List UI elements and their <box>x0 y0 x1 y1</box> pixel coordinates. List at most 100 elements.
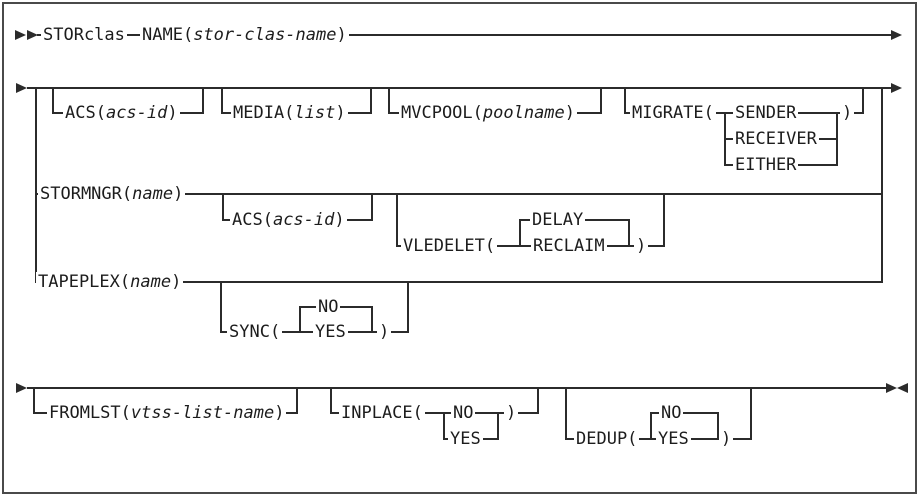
conn <box>220 281 222 333</box>
option-receiver: RECEIVER <box>733 129 819 149</box>
option-reclaim: RECLAIM <box>531 236 607 256</box>
close-paren: ) <box>336 25 347 45</box>
conn-migrate-left <box>724 112 726 166</box>
keyword-acs: ACS( <box>65 103 106 123</box>
close-paren: ) <box>504 403 519 423</box>
close-paren: ) <box>377 322 392 342</box>
conn <box>371 306 373 333</box>
keyword-fromlst: FROMLST( <box>49 403 131 423</box>
conn <box>370 87 372 114</box>
keyword-inplace: INPLACE( <box>339 403 425 423</box>
close-paren: ) <box>173 184 184 204</box>
variable-acs-id: acs-id <box>272 210 335 230</box>
option-dedup-no: NO <box>659 403 684 423</box>
rail-line3 <box>27 387 887 389</box>
option-inplace-no: NO <box>451 403 476 423</box>
line3-start-arrow-icon <box>16 383 27 393</box>
conn <box>650 412 652 440</box>
rail-inplace-option <box>330 412 537 414</box>
conn <box>407 281 409 333</box>
close-paren: ) <box>719 429 734 449</box>
close-paren: ) <box>840 103 855 123</box>
conn <box>717 412 719 440</box>
close-paren: ) <box>334 210 345 230</box>
option-delay: DELAY <box>530 210 586 230</box>
conn <box>396 193 398 247</box>
param-fromlst: FROMLST(vtss-list-name) <box>47 403 287 423</box>
close-paren: ) <box>274 403 285 423</box>
param-mvcpool: MVCPOOL(poolname) <box>399 103 578 123</box>
param-tapeplex: TAPEPLEX(name) <box>36 272 184 292</box>
keyword-vledelet: VLEDELET( <box>401 236 498 256</box>
conn <box>519 219 521 247</box>
conn <box>52 87 54 114</box>
keyword-name: NAME( <box>142 25 194 45</box>
param-acs: ACS(acs-id) <box>63 103 180 123</box>
rail-stormngr-branch <box>35 193 881 195</box>
option-sync-yes: YES <box>313 322 348 342</box>
conn <box>565 387 567 440</box>
conn <box>443 412 445 440</box>
conn <box>222 193 224 221</box>
conn <box>624 87 626 114</box>
conn <box>299 306 301 333</box>
param-stormngr: STORMNGR(name) <box>38 184 186 204</box>
keyword-sync: SYNC( <box>227 322 283 342</box>
keyword-acs: ACS( <box>232 210 273 230</box>
end-arrow-left-icon <box>897 383 908 393</box>
rail-line2 <box>27 87 893 89</box>
conn <box>628 219 630 247</box>
start-arrow-icon <box>27 30 38 40</box>
conn <box>497 412 499 440</box>
conn <box>330 387 332 414</box>
option-either: EITHER <box>733 155 799 175</box>
close-paren: ) <box>335 103 346 123</box>
param-media: MEDIA(list) <box>231 103 348 123</box>
option-sender: SENDER <box>733 103 799 123</box>
rail-line1 <box>37 34 893 36</box>
rail-tapeplex-branch <box>35 281 881 283</box>
option-dedup-yes: YES <box>656 429 691 449</box>
conn <box>388 87 390 114</box>
keyword-media: MEDIA( <box>233 103 295 123</box>
variable-stor-clas-name: stor-clas-name <box>193 25 337 45</box>
option-sync-no: NO <box>316 297 341 317</box>
variable-poolname: poolname <box>482 103 565 123</box>
close-paren: ) <box>634 236 649 256</box>
keyword-storclas: STORclas <box>41 25 127 45</box>
conn <box>663 193 665 247</box>
close-paren: ) <box>167 103 178 123</box>
close-paren: ) <box>171 272 182 292</box>
line2-start-arrow-icon <box>16 83 27 93</box>
conn <box>371 193 373 221</box>
conn <box>750 387 752 440</box>
trunk-right <box>881 87 883 283</box>
option-inplace-yes: YES <box>448 429 483 449</box>
conn <box>33 387 35 414</box>
rail-dedup-no-default <box>650 412 717 414</box>
conn <box>296 387 298 414</box>
conn-migrate-right <box>836 112 838 166</box>
close-paren: ) <box>564 103 576 123</box>
keyword-dedup: DEDUP( <box>574 429 640 449</box>
keyword-tapeplex: TAPEPLEX( <box>38 272 131 292</box>
variable-acs-id: acs-id <box>105 103 168 123</box>
keyword-stormngr: STORMNGR( <box>40 184 133 204</box>
conn <box>537 387 539 414</box>
start-arrow-icon <box>15 30 26 40</box>
end-arrow-right-icon <box>886 383 897 393</box>
variable-name: name <box>130 272 172 292</box>
rail-vledelet-option <box>396 245 663 247</box>
trunk-left <box>35 87 37 283</box>
param-name: NAME(stor-clas-name) <box>140 25 349 45</box>
variable-list: list <box>294 103 336 123</box>
conn <box>202 87 204 114</box>
conn <box>862 87 864 114</box>
keyword-mvcpool: MVCPOOL( <box>401 103 483 123</box>
conn <box>221 87 223 114</box>
variable-name: name <box>132 184 174 204</box>
param-acs-stormngr: ACS(acs-id) <box>230 210 347 230</box>
line1-continue-arrow-icon <box>891 30 902 40</box>
